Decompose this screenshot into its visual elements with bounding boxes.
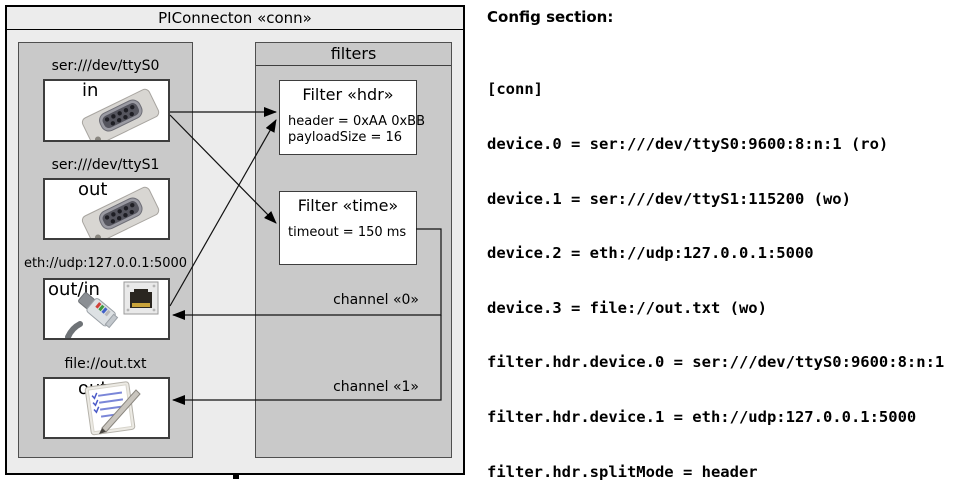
device-uri-label: eth://udp:127.0.0.1:5000 <box>23 256 188 271</box>
filter-hdr-box: Filter «hdr» header = 0xAA 0xBB payloadS… <box>279 80 425 155</box>
filters-panel-title: filters <box>256 43 451 66</box>
channel-0-label: channel «0» <box>333 292 419 308</box>
filter-time-box: Filter «time» timeout = 150 ms <box>279 191 417 265</box>
device-box-file: out <box>43 377 170 439</box>
filter-time-property: timeout = 150 ms <box>288 225 407 240</box>
serial-connector-icon <box>81 186 160 238</box>
device-uri-label: ser:///dev/ttyS1 <box>51 157 160 173</box>
config-line: filter.hdr.device.0 = ser:///dev/ttyS0:9… <box>487 353 945 372</box>
notepad-icon <box>84 381 141 436</box>
device-box-ttys0: in <box>43 79 170 142</box>
device-uri-label: ser:///dev/ttyS0 <box>51 58 160 74</box>
config-section-heading: Config section: <box>487 8 614 26</box>
filter-hdr-property: header = 0xAA 0xBB <box>288 114 426 129</box>
diagram-title: PIConnecton «conn» <box>7 7 463 30</box>
serial-connector-icon <box>81 88 160 140</box>
bottom-tick-decoration <box>233 475 239 479</box>
ethernet-connector-icon <box>65 281 159 338</box>
device-uri-label: file://out.txt <box>64 356 147 372</box>
config-line: device.0 = ser:///dev/ttyS0:9600:8:n:1 (… <box>487 135 889 153</box>
device-direction-label: out <box>78 179 108 200</box>
device-box-ttys1: out <box>43 178 170 240</box>
config-line: device.2 = eth://udp:127.0.0.1:5000 <box>487 244 814 263</box>
filter-time-title: Filter «time» <box>297 196 399 215</box>
config-text-block: [conn] device.0 = ser:///dev/ttyS0:9600:… <box>487 44 954 484</box>
filter-hdr-property: payloadSize = 16 <box>288 130 403 145</box>
config-line: filter.hdr.splitMode = header <box>487 462 758 481</box>
config-line: device.3 = file://out.txt (wo) <box>487 298 767 317</box>
device-direction-label: in <box>82 80 99 101</box>
config-line: [conn] <box>487 80 543 99</box>
filter-hdr-title: Filter «hdr» <box>302 85 394 104</box>
config-line: filter.hdr.device.1 = eth://udp:127.0.0.… <box>487 407 917 426</box>
config-line: device.1 = ser:///dev/ttyS1:115200 (wo) <box>487 189 851 208</box>
device-box-eth: out/in <box>43 278 170 340</box>
channel-1-label: channel «1» <box>333 379 419 395</box>
